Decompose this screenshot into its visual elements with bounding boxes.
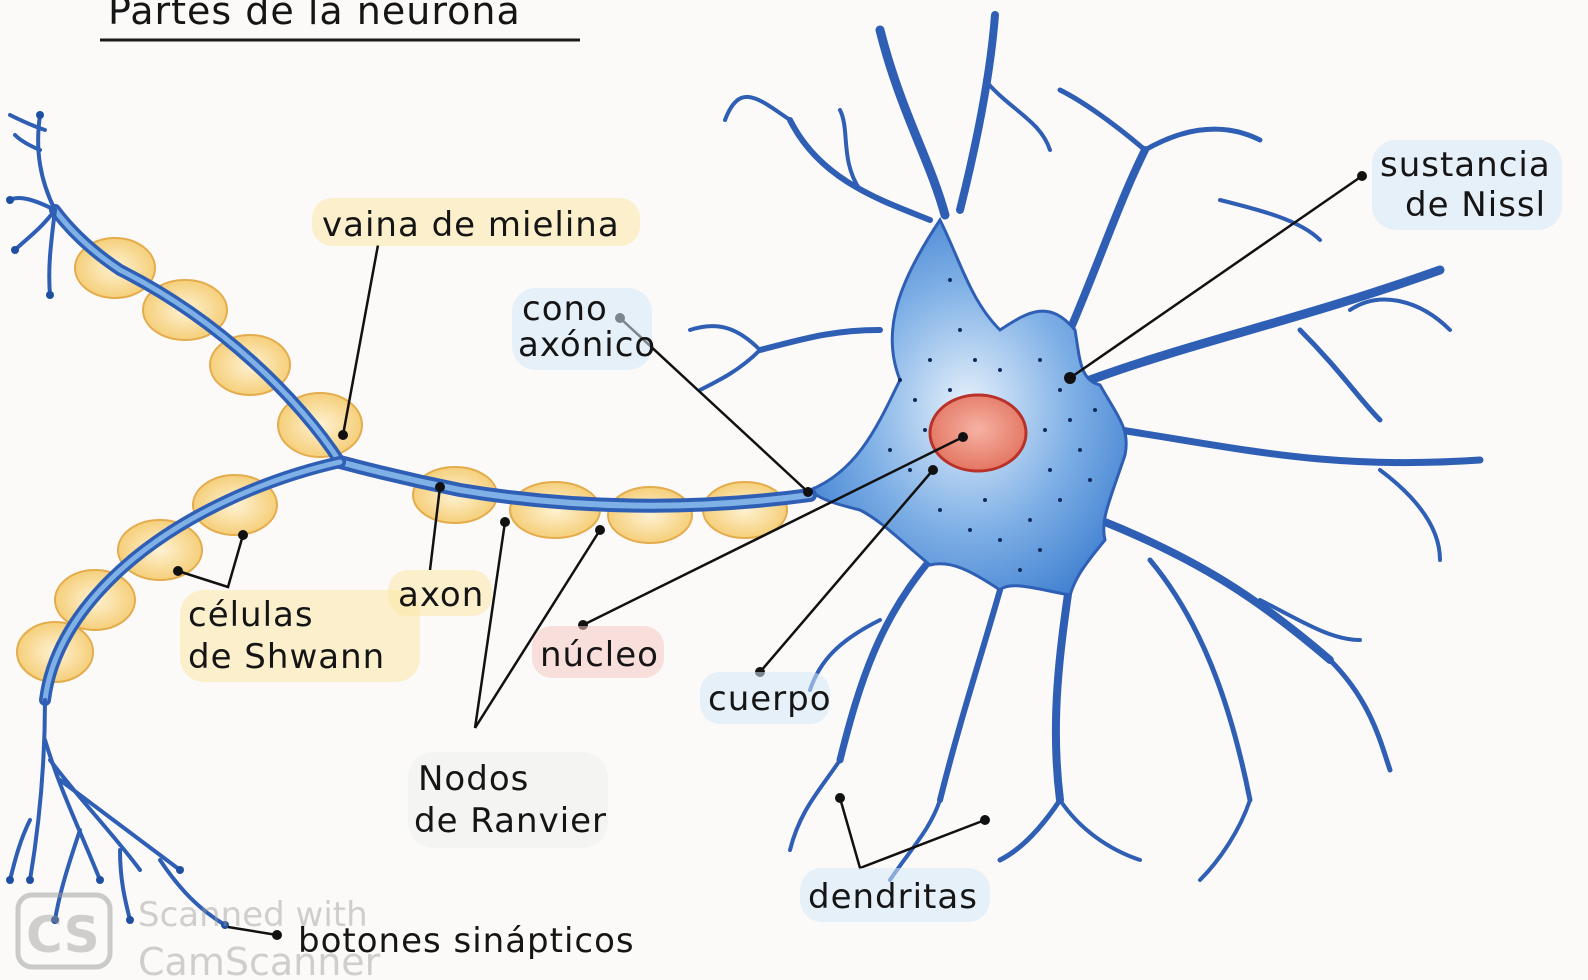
labels: vaina de mielina cono axónico sustancia … [188, 145, 1551, 961]
nucleus [930, 395, 1026, 471]
label-highlights [180, 140, 1562, 922]
axon [45, 210, 810, 700]
label-sustancia-nissl-line1: sustancia [1380, 145, 1551, 185]
label-vaina-de-mielina: vaina de mielina [322, 205, 620, 245]
label-axon: axon [398, 575, 484, 615]
label-celulas-shwann-line1: células [188, 595, 314, 635]
label-cuerpo: cuerpo [708, 679, 832, 719]
leader-dots [173, 171, 1367, 940]
camscanner-logo-text: CS [26, 906, 100, 964]
axon-terminals-upper [10, 115, 55, 295]
label-cono-axonico-line1: cono [522, 289, 608, 329]
page-title: Partes de la neurona [108, 0, 521, 33]
label-dendritas: dendritas [808, 877, 978, 917]
watermark-text-line2: CamScanner [138, 940, 381, 980]
label-cono-axonico-line2: axónico [518, 325, 656, 365]
label-nucleo: núcleo [540, 635, 659, 675]
axon-terminals-lower [10, 700, 225, 925]
label-nodos-ranvier-line2: de Ranvier [414, 801, 607, 841]
label-sustancia-nissl-line2: de Nissl [1405, 185, 1546, 225]
watermark-text-line1: Scanned with [138, 895, 368, 935]
label-celulas-shwann-line2: de Shwann [188, 637, 385, 677]
label-nodos-ranvier-line1: Nodos [418, 759, 529, 799]
